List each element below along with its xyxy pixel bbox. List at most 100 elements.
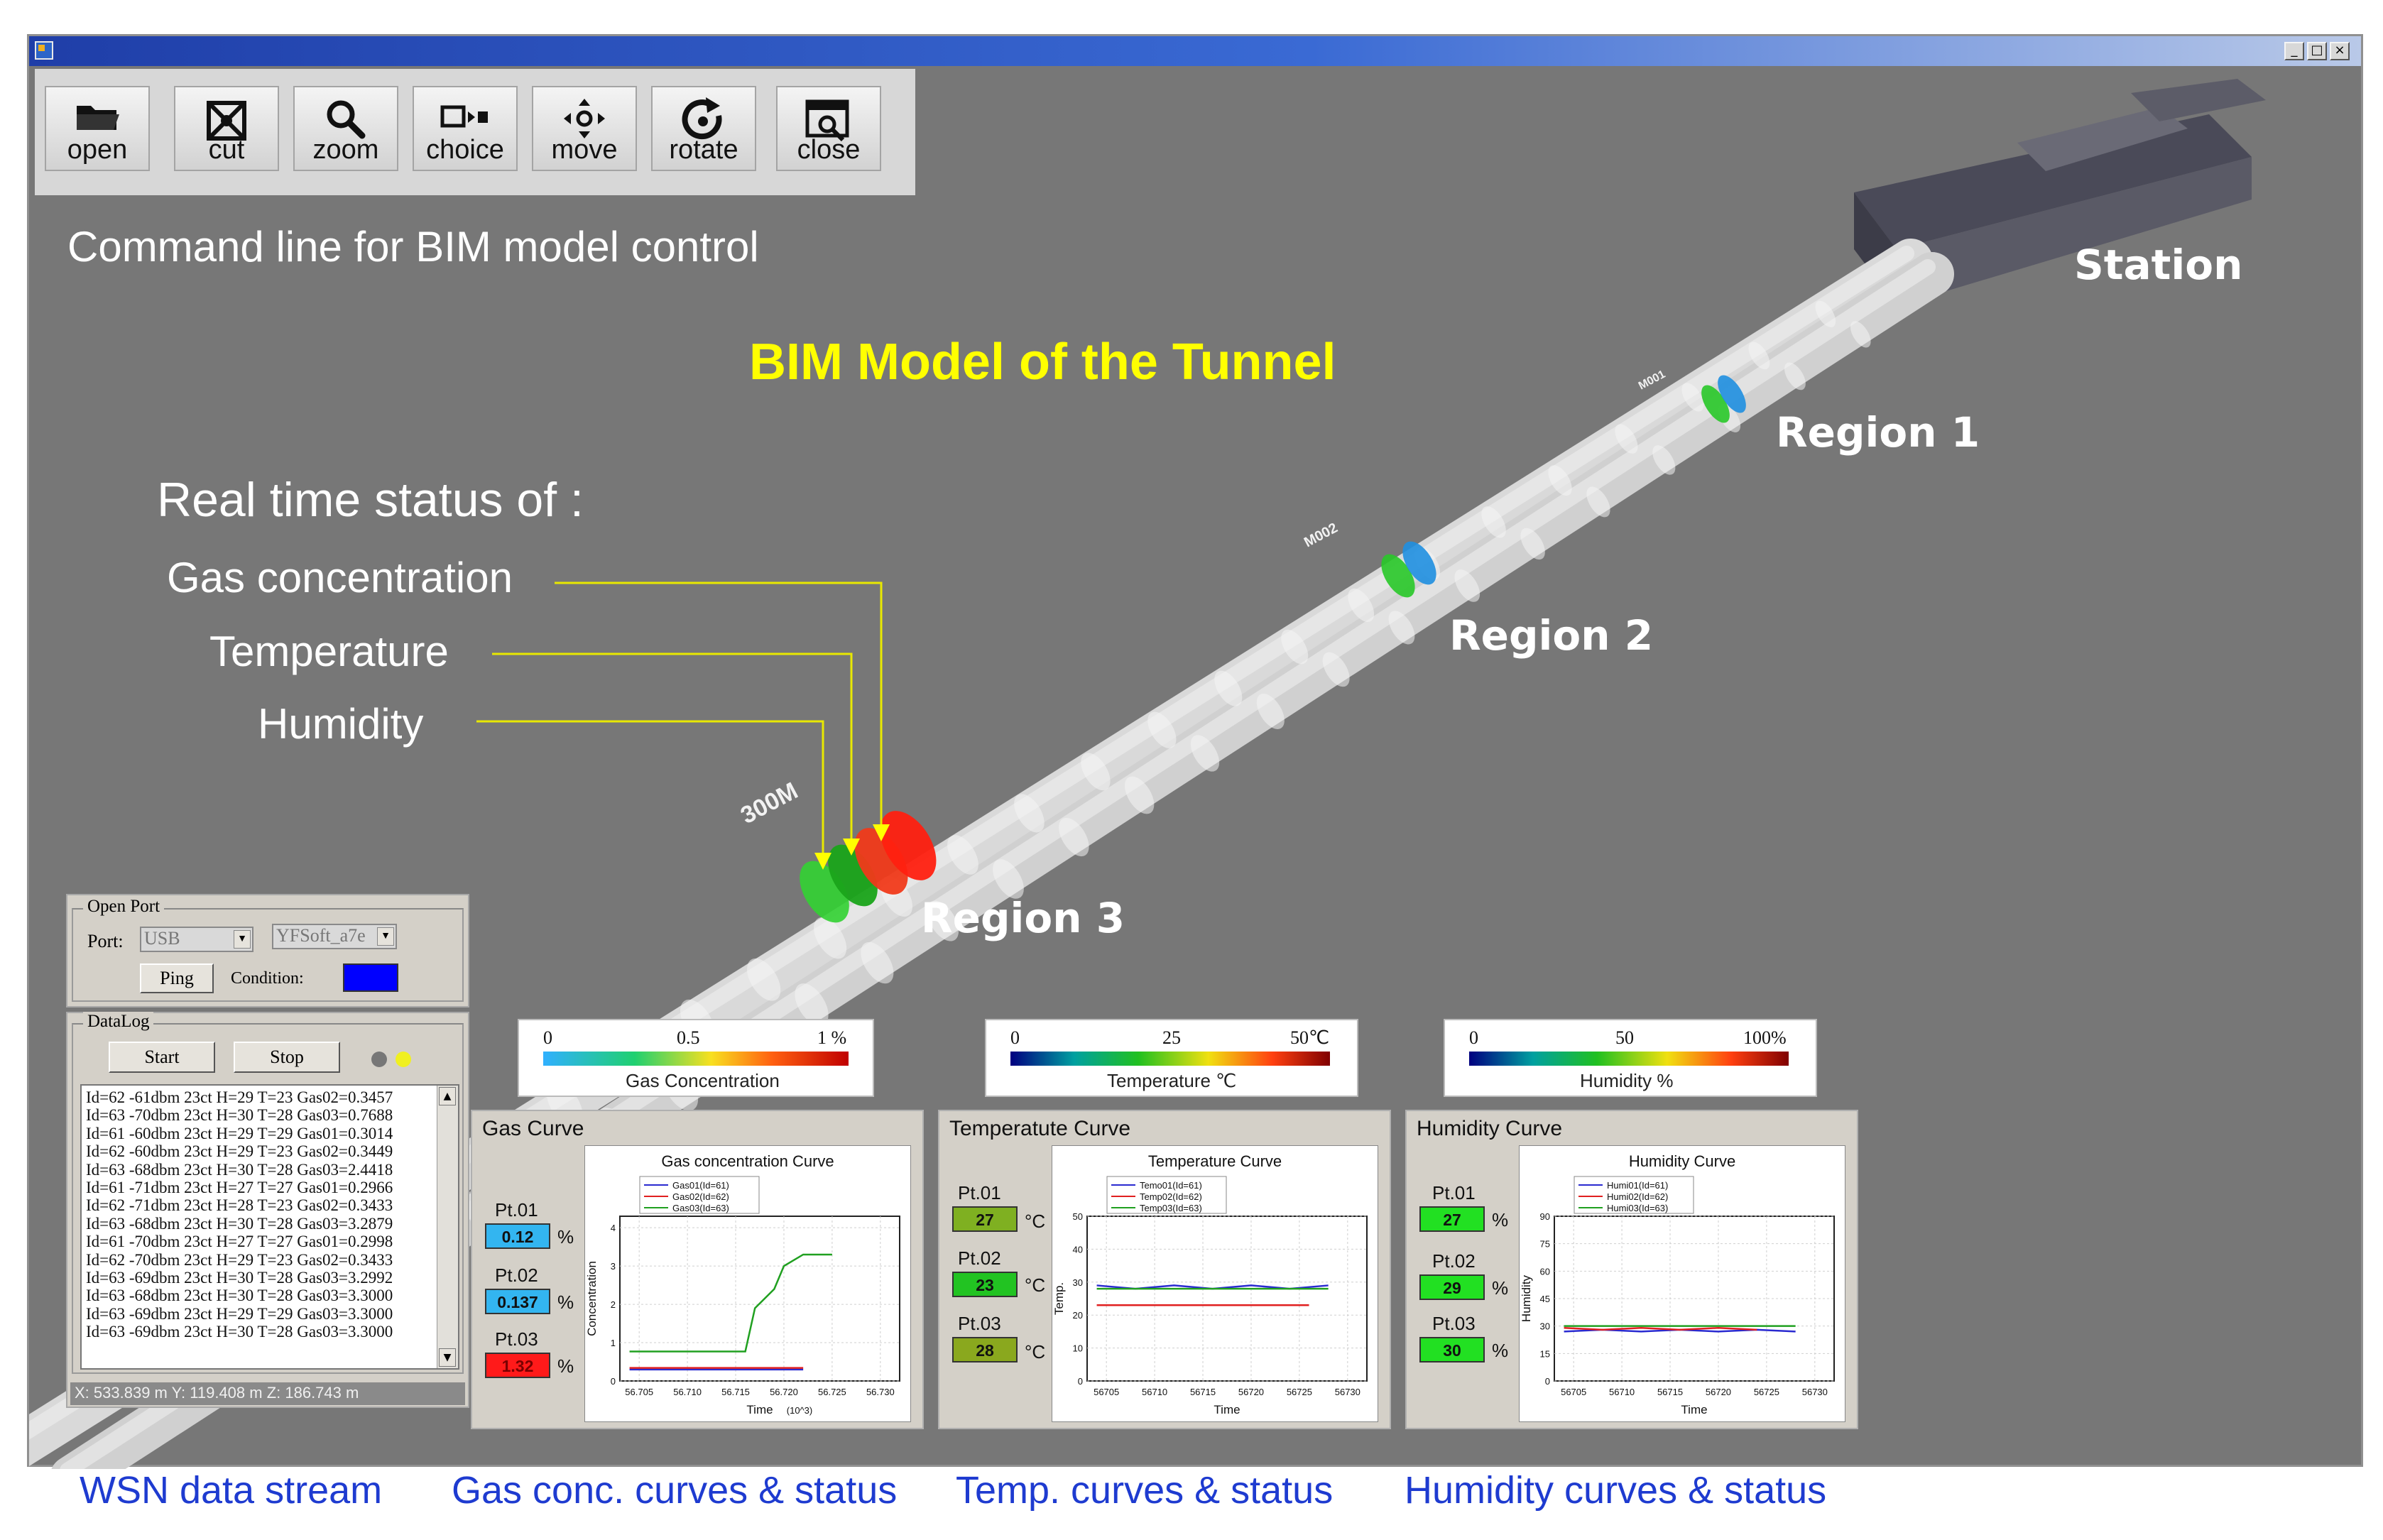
humi-curve-panel: Humidity Curve Pt.01 27 % Pt.02 29 % Pt.… (1405, 1110, 1858, 1429)
y-tick-label: 3 (611, 1261, 616, 1272)
start-button[interactable]: Start (109, 1042, 215, 1073)
x-tick-label: 56715 (1657, 1387, 1683, 1397)
y-tick-label: 40 (1073, 1244, 1083, 1255)
stop-button[interactable]: Stop (234, 1042, 340, 1073)
y-tick-label: 75 (1540, 1239, 1550, 1250)
humi-pt1-value: 27 (1419, 1206, 1485, 1232)
x-tick-label: 56730 (1802, 1387, 1828, 1397)
move-arrows-icon (564, 99, 605, 138)
legend-entry: Temp02(Id=62) (1140, 1191, 1202, 1202)
series-line (629, 1253, 832, 1353)
zoom-button[interactable]: zoom (293, 86, 398, 171)
y-tick-label: 30 (1073, 1277, 1083, 1288)
gas-curve-panel: Gas Curve Pt.01 0.12 % Pt.02 0.137 % Pt.… (471, 1110, 924, 1429)
device-select[interactable]: YFSoft_a7e ▼ (272, 924, 397, 949)
gas-legend-tick-1: 0.5 (677, 1027, 700, 1048)
legend-entry: Gas01(Id=61) (672, 1180, 729, 1191)
choice-label: choice (426, 135, 504, 165)
legend-entry: Humi02(Id=62) (1607, 1191, 1668, 1202)
legend-entry: Gas02(Id=62) (672, 1191, 729, 1202)
rotate-button[interactable]: rotate (651, 86, 756, 171)
gas-curve-title: Gas Curve (482, 1117, 584, 1140)
gas-gradient (543, 1052, 849, 1066)
temp-pt3-unit: °C (1025, 1341, 1046, 1362)
temp-gradient (1010, 1052, 1330, 1066)
minimize-button[interactable]: _ (2284, 42, 2304, 60)
gas-label: Gas concentration (167, 554, 513, 601)
maximize-button[interactable]: □ (2307, 42, 2327, 60)
gas-legend-tick-2: 1 % (817, 1027, 847, 1048)
realtime-heading: Real time status of : (157, 473, 584, 527)
humi-legend-caption: Humidity % (1580, 1070, 1674, 1091)
condition-indicator (343, 963, 398, 992)
app-icon (35, 41, 53, 60)
tunnel-ring (814, 917, 847, 959)
tunnel-ring (1615, 424, 1638, 454)
open-port-title: Open Port (83, 897, 165, 917)
tunnel-ring (927, 900, 959, 941)
temp-pt1-value: 27 (952, 1206, 1018, 1232)
temperature-label: Temperature (209, 628, 449, 675)
open-port-panel: Open Port Port: USB ▼ YFSoft_a7e ▼ Ping … (66, 894, 469, 1007)
datalog-line: Id=61 -60dbm 23ct H=29 T=29 Gas01=0.3014 (86, 1124, 393, 1142)
gas-color-legend: 0 0.5 1 % Gas Concentration (518, 1019, 874, 1097)
tunnel-ring (1124, 776, 1155, 814)
x-tick-label: 56720 (1706, 1387, 1731, 1397)
scroll-up-icon[interactable]: ▲ (439, 1087, 456, 1105)
humi-pt2-unit: % (1492, 1277, 1509, 1299)
datalog-scrollbar[interactable]: ▲ ▼ (437, 1086, 458, 1368)
temp-pt2-value: 23 (952, 1272, 1018, 1297)
move-button[interactable]: move (532, 86, 637, 171)
folder-icon (77, 106, 119, 130)
y-tick-label: 0 (611, 1376, 616, 1387)
tunnel-ring (1748, 342, 1770, 370)
device-select-value: YFSoft_a7e (276, 925, 366, 946)
coordinate-readout: X: 533.839 m Y: 119.408 m Z: 186.743 m (70, 1382, 465, 1405)
title-bar: _ □ × (29, 36, 2361, 66)
x-tick-label: 56730 (1335, 1387, 1360, 1397)
temp-legend-caption: Temperature ℃ (1107, 1070, 1237, 1091)
tunnel-ring (993, 859, 1024, 899)
tunnel-ring (1815, 300, 1836, 328)
close-window-button[interactable]: × (2330, 42, 2350, 60)
tunnel-ring (1014, 794, 1045, 833)
gas-legend-caption: Gas Concentration (626, 1070, 780, 1091)
legend-entry: Humi03(Id=63) (1607, 1203, 1668, 1213)
close-view-icon (805, 99, 849, 142)
humi-curve-title: Humidity Curve (1417, 1117, 1563, 1140)
datalog-title: DataLog (83, 1012, 154, 1032)
open-button[interactable]: open (45, 86, 150, 171)
crop-icon (207, 101, 246, 141)
region2-sensors (1381, 541, 1436, 598)
region1-label: Region 1 (1776, 408, 1980, 457)
scroll-down-icon[interactable]: ▼ (439, 1348, 456, 1367)
gas-pt3-label: Pt.03 (495, 1328, 538, 1350)
choice-button[interactable]: choice (413, 86, 518, 171)
temp-pt3-value: 28 (952, 1337, 1018, 1362)
chart-title: Temperature Curve (1148, 1152, 1282, 1170)
tunnel-ring (1147, 711, 1177, 748)
cut-button[interactable]: cut (174, 86, 279, 171)
x-tick-label: 56725 (1754, 1387, 1779, 1397)
datalog-list[interactable]: Id=62 -61dbm 23ct H=29 T=23 Gas02=0.3457… (80, 1084, 459, 1370)
region3-label: Region 3 (921, 894, 1125, 942)
caption-wsn: WSN data stream (80, 1469, 383, 1512)
command-line-label: Command line for BIM model control (67, 223, 759, 271)
datalog-line: Id=61 -71dbm 23ct H=27 T=27 Gas01=0.2966 (86, 1179, 393, 1197)
port-label: Port: (87, 931, 124, 951)
series-line (1564, 1326, 1757, 1331)
humi-legend-tick-2: 100% (1743, 1027, 1787, 1048)
legend-entry: Temp03(Id=63) (1140, 1203, 1202, 1213)
tunnel-ring (1348, 588, 1375, 623)
humidity-label: Humidity (258, 700, 424, 748)
datalog-line: Id=61 -70dbm 23ct H=27 T=27 Gas01=0.2998 (86, 1233, 393, 1251)
caption-temp: Temp. curves & status (956, 1469, 1334, 1512)
y-tick-label: 30 (1540, 1321, 1550, 1332)
chart-title: Gas concentration Curve (661, 1152, 834, 1170)
ping-button[interactable]: Ping (140, 963, 214, 993)
close-button[interactable]: close (776, 86, 881, 171)
humi-pt2-label: Pt.02 (1432, 1250, 1476, 1272)
port-select[interactable]: USB ▼ (140, 927, 253, 952)
x-axis-label: Time (1214, 1403, 1240, 1416)
